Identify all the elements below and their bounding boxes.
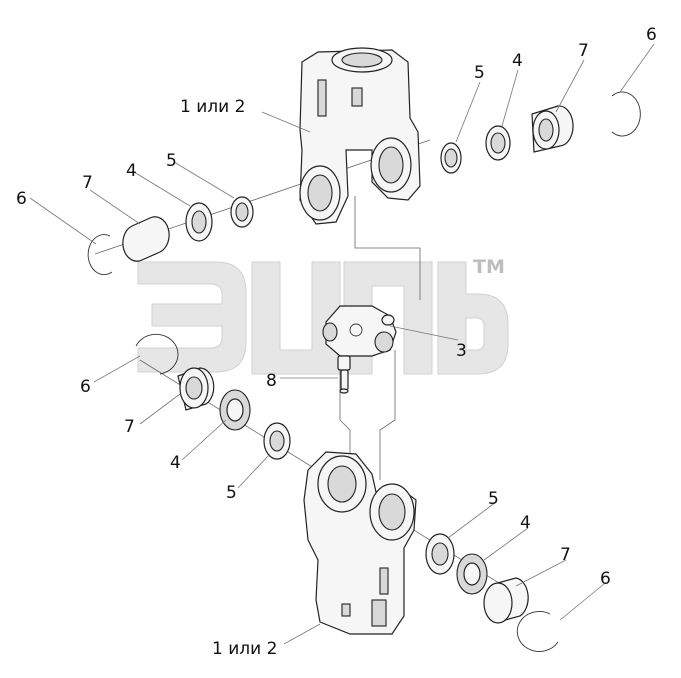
label-tr-5: 5	[474, 63, 485, 83]
label-br-4: 4	[520, 513, 531, 533]
label-ml-7: 7	[124, 417, 135, 437]
label-br-5: 5	[488, 489, 499, 509]
grease-fitting	[337, 355, 351, 394]
leader-lines	[29, 43, 655, 645]
label-ml-4: 4	[170, 453, 181, 473]
tr-snap-ring-6	[611, 91, 641, 137]
top-right-parts	[440, 91, 641, 174]
label-tl-4: 4	[126, 161, 137, 181]
label-tr-6: 6	[646, 25, 657, 45]
tl-snap-ring-6	[87, 234, 113, 276]
watermark-tm: TM	[473, 256, 505, 278]
universal-joint-cross	[322, 305, 397, 357]
label-tl-6: 6	[16, 189, 27, 209]
label-br-7: 7	[560, 545, 571, 565]
label-tr-4: 4	[512, 51, 523, 71]
top-left-parts	[87, 196, 254, 276]
yoke-top	[299, 47, 421, 225]
label-tl-7: 7	[82, 173, 93, 193]
middle-left-parts	[135, 333, 291, 460]
label-yoke-top: 1 или 2	[180, 97, 245, 117]
label-fitting-8: 8	[266, 371, 277, 391]
label-ml-6: 6	[80, 377, 91, 397]
br-snap-ring-6	[516, 611, 559, 652]
yoke-bottom	[303, 451, 417, 635]
tl-bearing-7	[122, 216, 170, 262]
ml-snap-ring-6	[135, 333, 179, 375]
callout-labels: 1 или 2 6 7 4 5 6 7 4 5 3 8 6 7 4 5 5 4 …	[16, 25, 657, 659]
label-yoke-bottom: 1 или 2	[212, 639, 277, 659]
label-tl-5: 5	[166, 151, 177, 171]
watermark-logo: TM	[137, 256, 509, 375]
bottom-right-parts	[425, 533, 559, 652]
label-cross-3: 3	[456, 341, 467, 361]
label-ml-5: 5	[226, 483, 237, 503]
label-br-6: 6	[600, 569, 611, 589]
label-tr-7: 7	[578, 41, 589, 61]
